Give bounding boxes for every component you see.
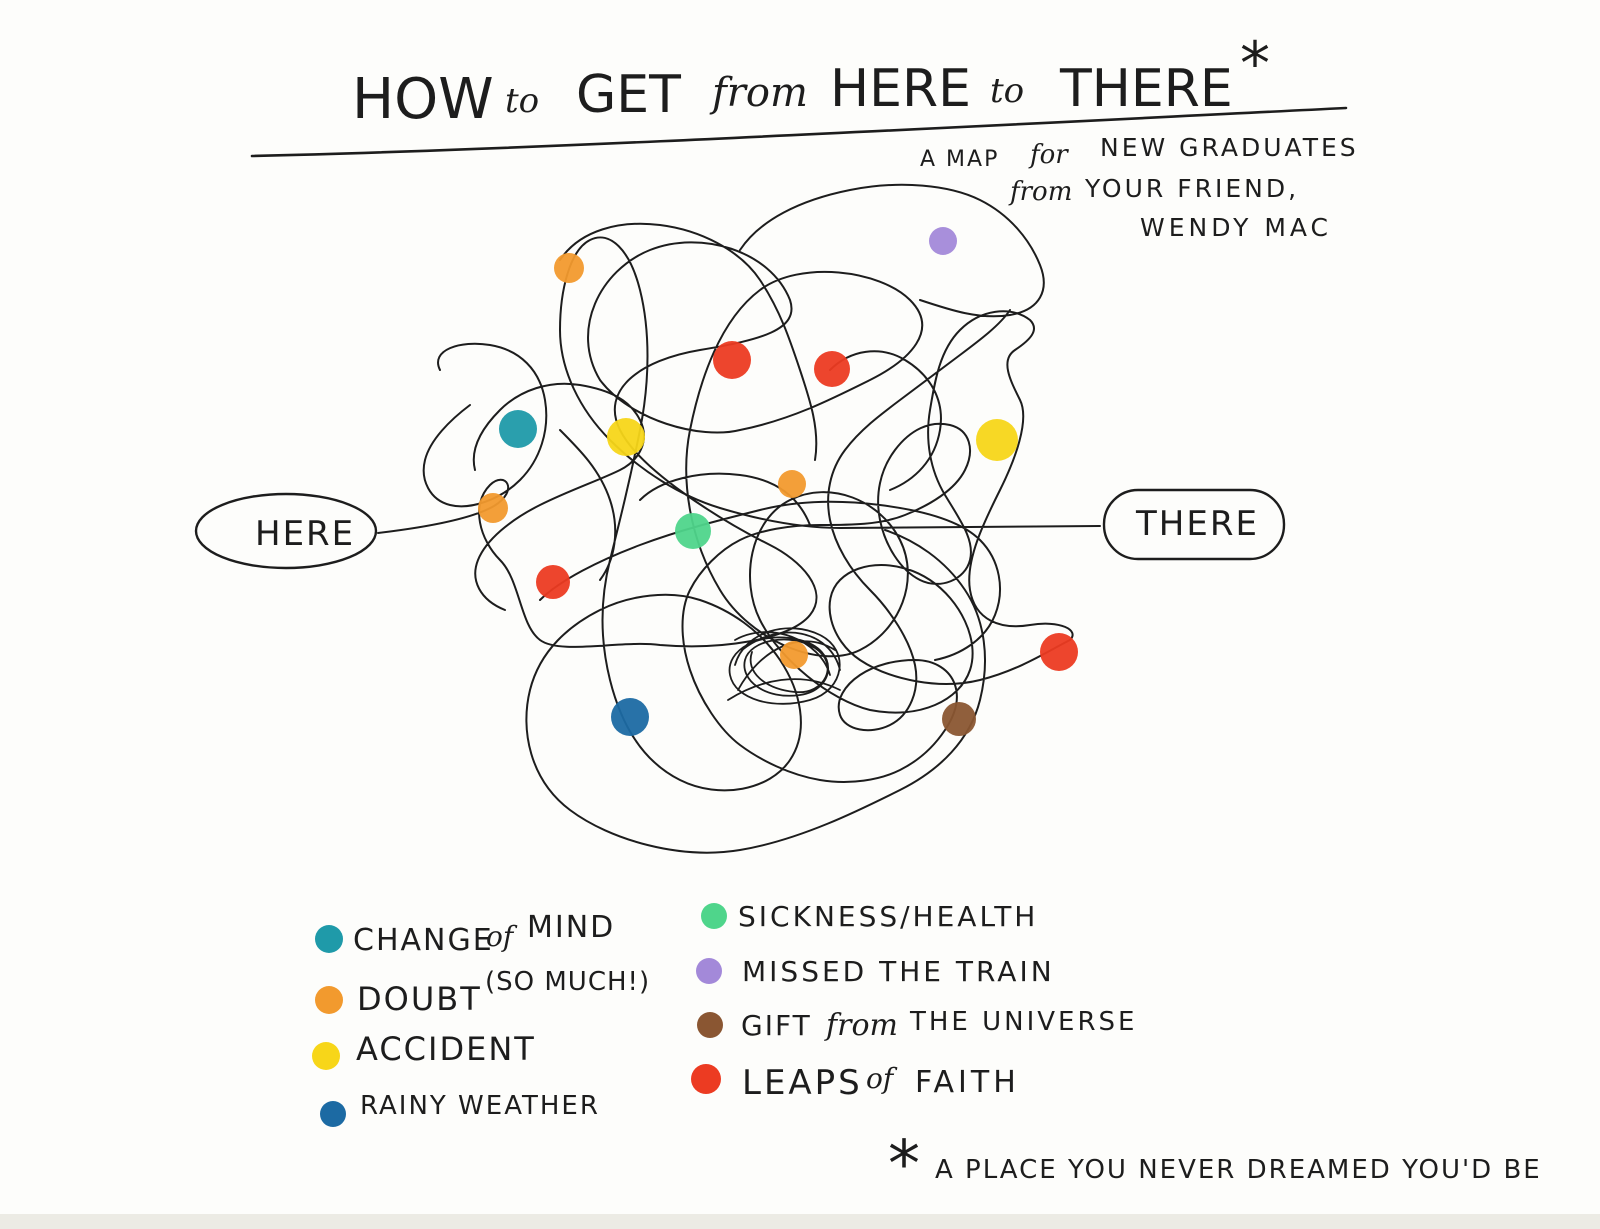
legend-item-missed-the-train: MISSED THE TRAIN	[696, 955, 1055, 988]
here-node	[194, 492, 378, 570]
title-asterisk: *	[1240, 29, 1270, 99]
legend-text-leaps: LEAPS	[742, 1063, 863, 1103]
dot-doubt-2	[478, 493, 508, 523]
legend-text-missed-the-train: MISSED THE TRAIN	[742, 955, 1055, 988]
legend-swatch-missed-the-train	[696, 958, 722, 984]
dot-gift-from-the-universe	[942, 702, 976, 736]
legend-text-so-much: (SO MUCH!)	[485, 967, 650, 997]
title-word-get: GET	[576, 65, 681, 125]
footnote-text: A PLACE YOU NEVER DREAMED YOU'D BE	[935, 1155, 1542, 1185]
title-word-here: HERE	[830, 59, 971, 119]
title-word-there: THERE	[1059, 59, 1233, 119]
legend-item-leaps-of-faith: LEAPS of FAITH	[691, 1062, 1020, 1103]
legend-text-rainy-weather: RAINY WEATHER	[360, 1091, 600, 1121]
subtitle: A MAP for NEW GRADUATES from YOUR FRIEND…	[920, 133, 1359, 242]
title-word-to-2: to	[990, 71, 1024, 111]
legend-swatch-leaps-of-faith	[691, 1064, 721, 1094]
subtitle-a-map: A MAP	[920, 147, 999, 172]
legend-text-change: CHANGE	[353, 923, 494, 958]
legend-item-change-of-mind: CHANGE of MIND	[315, 910, 615, 958]
subtitle-from: from	[1008, 177, 1072, 207]
legend-swatch-doubt	[315, 986, 343, 1014]
scribble-knot	[727, 627, 841, 705]
legend-item-accident: ACCIDENT	[312, 1030, 536, 1070]
dot-doubt-4	[780, 641, 808, 669]
dot-leaps-of-faith-4	[1040, 633, 1078, 671]
dot-accident-1	[607, 418, 645, 456]
legend-swatch-accident	[312, 1042, 340, 1070]
footnote: * A PLACE YOU NEVER DREAMED YOU'D BE	[888, 1128, 1542, 1202]
legend-text-of: of	[486, 920, 518, 953]
legend: CHANGE of MIND DOUBT (SO MUCH!) ACCIDENT…	[312, 900, 1137, 1127]
legend-text-faith: FAITH	[915, 1065, 1020, 1100]
legend-text-mind: MIND	[527, 910, 615, 945]
page-bottom-edge	[0, 1214, 1600, 1229]
subtitle-wendy-mac: WENDY MAC	[1140, 213, 1332, 242]
legend-item-rainy-weather: RAINY WEATHER	[320, 1091, 600, 1127]
title: HOW to GET from HERE to THERE *	[352, 29, 1270, 132]
legend-text-the-universe: THE UNIVERSE	[909, 1007, 1137, 1037]
here-label: HERE	[255, 514, 355, 554]
legend-text-of-2: of	[866, 1062, 898, 1095]
title-word-from: from	[709, 70, 808, 116]
dot-doubt-1	[554, 253, 584, 283]
dot-rainy-weather	[611, 698, 649, 736]
subtitle-for: for	[1028, 140, 1069, 170]
title-word-how: HOW	[352, 67, 494, 132]
dot-doubt-3	[778, 470, 806, 498]
dot-change-of-mind	[499, 410, 537, 448]
legend-item-sickness-health: SICKNESS/HEALTH	[701, 900, 1038, 933]
legend-text-gift: GIFT	[741, 1009, 812, 1042]
there-node	[1102, 488, 1286, 561]
dot-sickness-health	[675, 513, 711, 549]
dot-leaps-of-faith-3	[536, 565, 570, 599]
legend-text-from: from	[824, 1008, 898, 1043]
legend-item-gift-from-the-universe: GIFT from THE UNIVERSE	[697, 1007, 1137, 1043]
subtitle-new-graduates: NEW GRADUATES	[1100, 133, 1359, 162]
dot-accident-2	[976, 419, 1018, 461]
dot-leaps-of-faith-1	[713, 341, 751, 379]
legend-text-doubt: DOUBT	[357, 980, 482, 1018]
legend-swatch-sickness-health	[701, 903, 727, 929]
dot-missed-the-train	[929, 227, 957, 255]
legend-swatch-gift-from-the-universe	[697, 1012, 723, 1038]
title-word-to: to	[505, 81, 539, 121]
legend-text-accident: ACCIDENT	[356, 1030, 536, 1068]
legend-text-sickness-health: SICKNESS/HEALTH	[738, 900, 1038, 933]
legend-swatch-change-of-mind	[315, 925, 343, 953]
subtitle-your-friend: YOUR FRIEND,	[1084, 174, 1299, 203]
legend-swatch-rainy-weather	[320, 1101, 346, 1127]
dot-leaps-of-faith-2	[814, 351, 850, 387]
footnote-asterisk: *	[888, 1128, 920, 1202]
title-underline	[250, 106, 1348, 158]
legend-item-doubt: DOUBT (SO MUCH!)	[315, 967, 650, 1018]
map-dots	[478, 227, 1078, 736]
there-label: THERE	[1135, 504, 1259, 544]
